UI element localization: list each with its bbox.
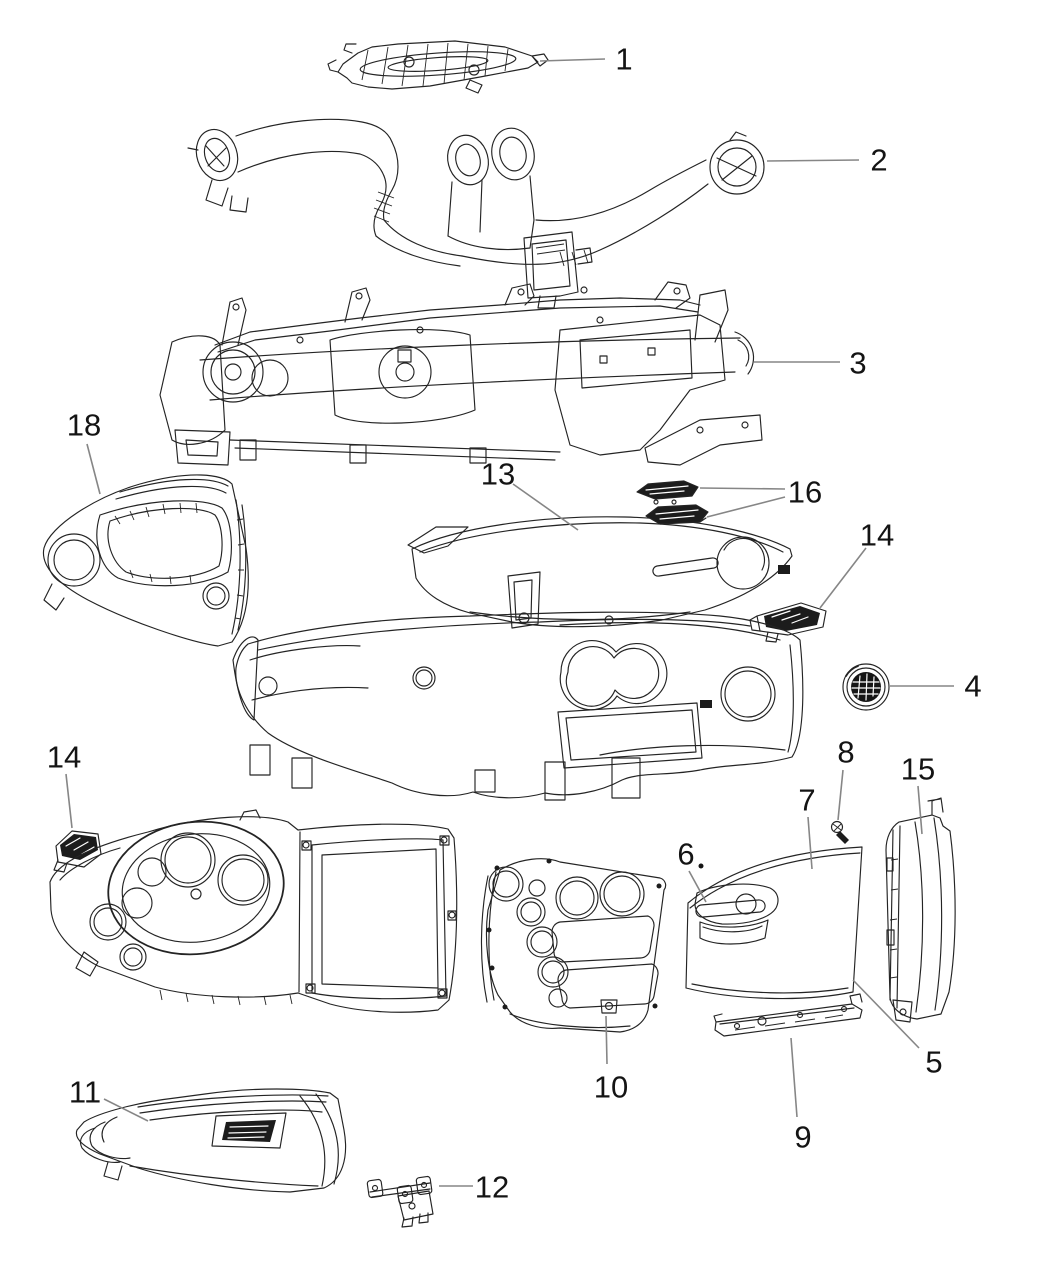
part-12-support-bracket-drawing [366,1175,434,1228]
callout-4-air-outlet[interactable]: 4 [964,669,981,704]
leader-line-lower-knee-bolster [103,1098,149,1122]
callout-18-cluster-hood[interactable]: 18 [67,408,101,443]
leader-line-glovebox-bin [917,785,923,835]
leader-line-speaker-grilles [706,496,786,518]
leader-line-speaker-grilles [699,487,786,490]
leader-line-glovebox-door [807,816,813,870]
part-9-reinforcement-strip-drawing [713,993,863,1037]
leader-line-defroster-grille [539,58,606,62]
leader-line-upper-cover-pad [512,483,579,531]
part-3-structural-support-drawing [159,281,763,466]
part-14-right-end-cap-drawing [749,602,827,643]
leader-line-glovebox-latch-handle [688,870,707,903]
callout-6-glovebox-latch-handle[interactable]: 6 [677,837,694,872]
leader-line-glovebox-door-assembly [852,979,920,1049]
part-2-demister-duct-drawing [187,118,765,309]
callout-8-screw[interactable]: 8 [837,735,854,770]
part-7-glovebox-door-drawing [685,846,863,1000]
callout-15-glovebox-bin[interactable]: 15 [901,752,935,787]
callout-1-defroster-grille[interactable]: 1 [615,42,632,77]
part-11-knee-bolster-drawing [75,1088,347,1193]
leader-line-demister-duct [766,159,860,162]
callout-14-end-cap-right[interactable]: 14 [860,518,894,553]
part-18-cluster-hood-drawing [42,474,249,647]
callout-2-demister-duct[interactable]: 2 [870,143,887,178]
callout-14-end-cap-left[interactable]: 14 [47,740,81,775]
leader-line-reinforcement-strip [790,1037,798,1118]
callout-11-lower-knee-bolster[interactable]: 11 [69,1075,101,1110]
callout-16-speaker-grilles[interactable]: 16 [788,475,822,510]
callout-12-support-bracket[interactable]: 12 [475,1170,509,1205]
part-16-speaker-grilles-drawing [636,480,709,525]
part-8-screw-drawing [830,820,849,844]
callout-7-glovebox-door[interactable]: 7 [798,783,815,818]
leader-line-cluster-hood [86,443,101,495]
leader-line-end-cap-left [65,773,73,829]
ip-retainer-panel-drawing [232,611,804,801]
callout-13-upper-cover-pad[interactable]: 13 [481,457,515,492]
callout-10-center-switch-bezel[interactable]: 10 [594,1070,628,1105]
part-10-center-bezel-drawing [480,858,667,1033]
part-6-latch-handle-drawing [694,883,779,945]
part-15-glovebox-bin-drawing [885,797,956,1023]
part-1-defroster-grille-drawing [327,40,549,94]
part-4-air-outlet-drawing [842,663,890,711]
callout-5-glovebox-door-assembly[interactable]: 5 [925,1045,942,1080]
part-13-upper-pad-drawing [407,516,793,629]
callout-9-reinforcement-strip[interactable]: 9 [794,1120,811,1155]
leader-dot-glovebox-latch-handle [698,863,704,869]
leader-line-center-switch-bezel [605,1015,608,1065]
callout-3-ip-structural-support[interactable]: 3 [849,346,866,381]
leader-line-end-cap-right [819,547,867,609]
cluster-bezel-drawing [49,809,458,1013]
leader-line-screw [837,769,844,821]
